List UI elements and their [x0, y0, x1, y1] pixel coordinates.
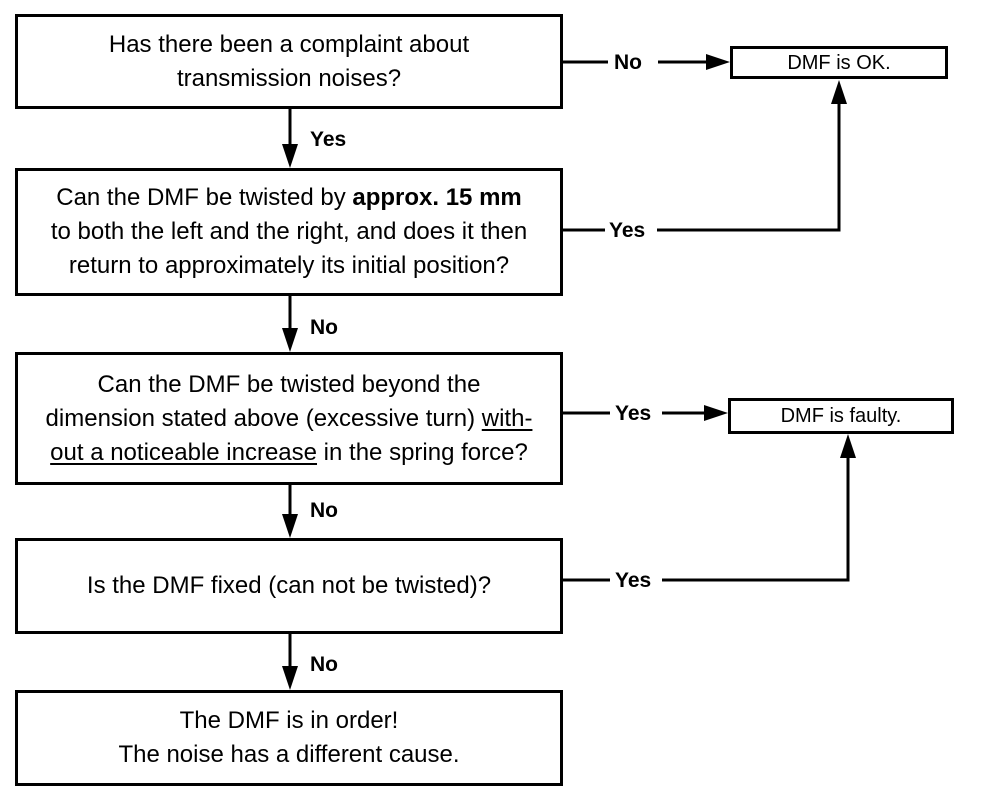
- question-text: Can the DMF be twisted beyond the dimensi…: [46, 368, 533, 470]
- text-line: The DMF is in order!: [118, 704, 459, 738]
- result-box-faulty: DMF is faulty.: [728, 398, 954, 434]
- label-q1-no: No: [614, 51, 642, 75]
- text-run: to both the left and the right, and does…: [50, 218, 528, 245]
- arrowhead-q4-down: [282, 666, 298, 690]
- conclusion-box: The DMF is in order! The noise has a diff…: [15, 690, 563, 786]
- result-ok-text: DMF is OK.: [787, 51, 891, 74]
- text-run: Can the DMF be twisted by: [56, 184, 353, 211]
- question-text: Is the DMF fixed (can not be twisted)?: [87, 569, 491, 603]
- question-box-2: Can the DMF be twisted by approx. 15 mm t…: [15, 168, 563, 296]
- arrowhead-q2-down: [282, 328, 298, 352]
- text-run: transmission noises?: [176, 64, 402, 92]
- arrowhead-q1-down: [282, 144, 298, 168]
- text-line: return to approximately its initial posi…: [51, 249, 527, 283]
- conclusion-text: The DMF is in order! The noise has a diff…: [118, 704, 459, 772]
- question-text: Has there been a complaint about transmis…: [109, 28, 469, 96]
- text-line: transmission noises?: [109, 62, 469, 96]
- label-q2-no: No: [310, 316, 338, 340]
- label-q4-yes: Yes: [615, 569, 652, 593]
- text-run: The noise has a different cause.: [118, 741, 460, 768]
- label-q1-yes: Yes: [310, 128, 347, 152]
- question-box-1: Has there been a complaint about transmis…: [15, 14, 563, 109]
- arrowhead-q3-down: [282, 514, 298, 538]
- text-run: dimension stated above (excessive turn): [45, 404, 482, 432]
- text-line: Can the DMF be twisted beyond the: [46, 368, 533, 402]
- emphasis-underline: with-: [481, 404, 533, 432]
- arrowhead-to-faulty: [704, 405, 728, 421]
- label-q3-no: No: [310, 499, 338, 523]
- text-run: Has there been a complaint about: [108, 30, 470, 58]
- question-box-3: Can the DMF be twisted beyond the dimensi…: [15, 352, 563, 485]
- text-line: Has there been a complaint about: [109, 28, 469, 62]
- text-line: The noise has a different cause.: [118, 738, 459, 772]
- emphasis-bold: approx. 15 mm: [352, 184, 522, 211]
- text-line: Can the DMF be twisted by approx. 15 mm: [51, 181, 527, 215]
- result-faulty-text: DMF is faulty.: [780, 405, 902, 427]
- arrowhead-up-to-faulty: [840, 434, 856, 458]
- text-run: The DMF is in order!: [179, 707, 399, 734]
- arrowhead-up-to-ok: [831, 80, 847, 104]
- text-run: Is the DMF fixed (can not be twisted)?: [86, 572, 492, 599]
- text-line: dimension stated above (excessive turn) …: [46, 402, 533, 436]
- label-q2-yes: Yes: [609, 219, 646, 243]
- text-line: Is the DMF fixed (can not be twisted)?: [87, 569, 491, 603]
- text-run: in the spring force?: [317, 438, 528, 466]
- label-q4-no: No: [310, 653, 338, 677]
- text-line: out a noticeable increase in the spring …: [46, 436, 533, 470]
- text-run: Can the DMF be twisted beyond the: [97, 370, 481, 398]
- label-q3-yes: Yes: [615, 402, 652, 426]
- text-line: to both the left and the right, and does…: [51, 215, 527, 249]
- question-box-4: Is the DMF fixed (can not be twisted)?: [15, 538, 563, 634]
- text-run: return to approximately its initial posi…: [68, 252, 510, 279]
- result-box-ok: DMF is OK.: [730, 46, 948, 79]
- question-text: Can the DMF be twisted by approx. 15 mm t…: [51, 181, 527, 283]
- emphasis-underline: out a noticeable increase: [50, 438, 318, 466]
- arrowhead-to-ok: [706, 54, 730, 70]
